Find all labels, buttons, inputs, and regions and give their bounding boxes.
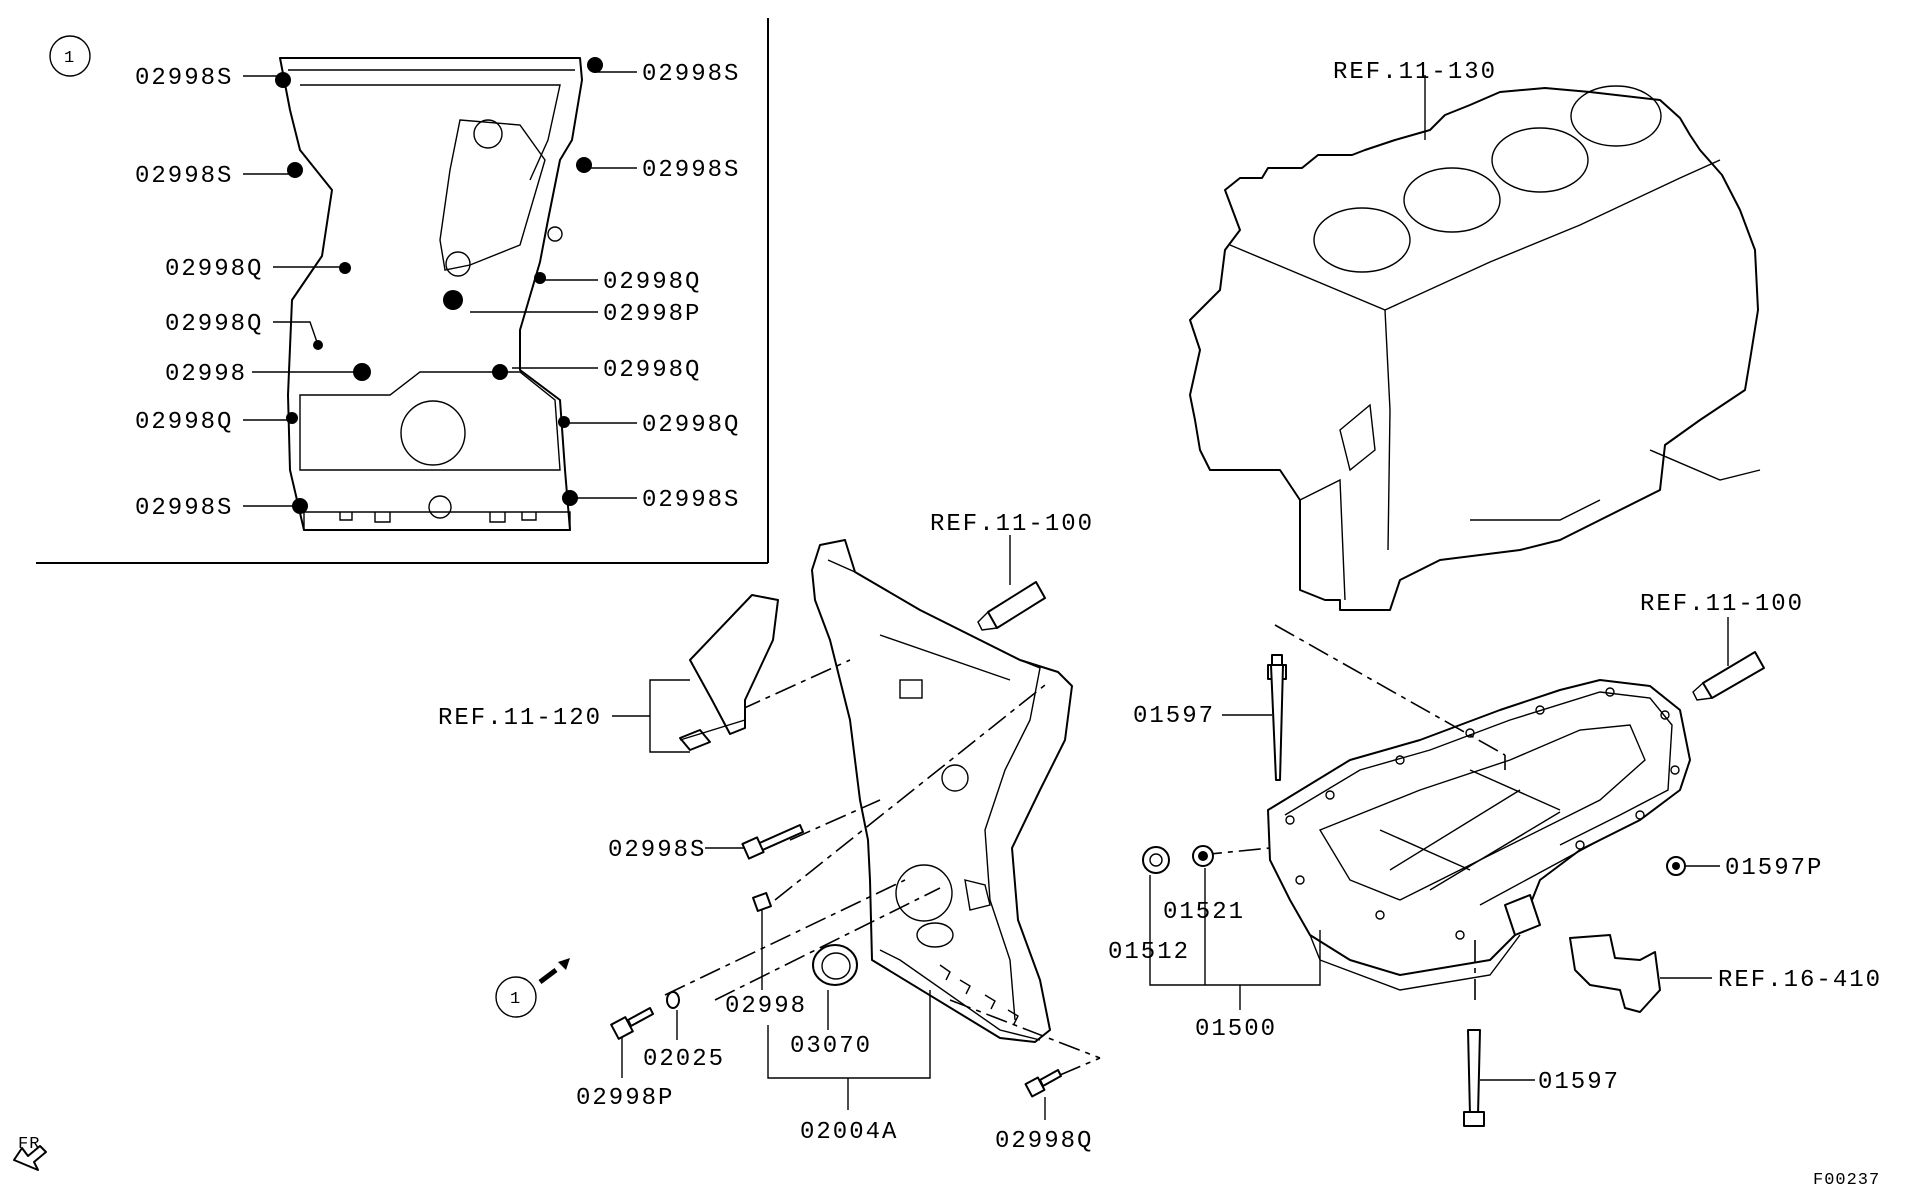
bolt-02998q bbox=[1024, 1069, 1062, 1120]
seal-03070-label: 03070 bbox=[790, 1033, 872, 1060]
inset-label-s-bottom-left: 02998S bbox=[135, 495, 233, 522]
front-arrow-icon bbox=[13, 1145, 47, 1171]
bolt-02998q-label: 02998Q bbox=[995, 1128, 1093, 1155]
bolt-02998s bbox=[705, 824, 804, 860]
bolt-01597-bottom-label: 01597 bbox=[1538, 1069, 1620, 1096]
pan-01500-label: 01500 bbox=[1195, 1016, 1277, 1043]
inset-label-q-right-2: 02998Q bbox=[603, 357, 701, 384]
oil-seal-03070 bbox=[812, 944, 858, 1030]
pan-group-bracket bbox=[1149, 900, 1321, 1010]
oil-pan-01500 bbox=[1267, 679, 1691, 991]
ref-11-100-label-right: REF.11-100 bbox=[1640, 591, 1804, 618]
ref-11-100-label-left: REF.11-100 bbox=[930, 511, 1094, 538]
bracket-ref-16-410 bbox=[1569, 934, 1712, 1013]
inset-leaders bbox=[243, 71, 637, 507]
inset-label-s-top-right: 02998S bbox=[642, 61, 740, 88]
sealant-tube-left bbox=[977, 535, 1046, 631]
bolt-02998 bbox=[752, 892, 772, 990]
view-arrow-icon bbox=[538, 958, 570, 984]
inset-timing-cover bbox=[275, 57, 603, 531]
cover-group-bracket bbox=[767, 990, 931, 1110]
inset-label-s-top-left: 02998S bbox=[135, 65, 233, 92]
bolt-02998s-label: 02998S bbox=[608, 837, 706, 864]
bolt-01597p bbox=[1666, 856, 1720, 876]
inset-label-q-left-3: 02998Q bbox=[135, 409, 233, 436]
bracket-ref-11-120 bbox=[612, 594, 779, 753]
cover-02004a-label: 02004A bbox=[800, 1119, 898, 1146]
bolt-01597-bottom bbox=[1463, 1029, 1535, 1127]
inset-label-q-right-3: 02998Q bbox=[642, 412, 740, 439]
cover-assembly-lines bbox=[664, 659, 1101, 1076]
callout-circle-icon: 1 bbox=[495, 976, 537, 1018]
inset-label-q-left-1: 02998Q bbox=[165, 256, 263, 283]
inset-label-plain-left: 02998 bbox=[165, 361, 247, 388]
main-callout-number: 1 bbox=[510, 990, 521, 1009]
washer-01521 bbox=[1192, 845, 1214, 900]
plug-01512-label: 01512 bbox=[1108, 939, 1190, 966]
bolt-01597p-label: 01597P bbox=[1725, 855, 1823, 882]
bolt-01597-top-label: 01597 bbox=[1133, 703, 1215, 730]
bolt-01597-top bbox=[1222, 654, 1287, 781]
bolt-02998p bbox=[610, 1007, 654, 1078]
pan-alignment-line-1 bbox=[1274, 624, 1506, 756]
inset-callout-number: 1 bbox=[64, 49, 75, 68]
inset-panel: 1 bbox=[36, 18, 769, 564]
inset-label-q-right-1: 02998Q bbox=[603, 269, 701, 296]
sealant-tube-right bbox=[1692, 617, 1765, 701]
figure-code: F00237 bbox=[1813, 1171, 1880, 1187]
bolt-02998-label: 02998 bbox=[725, 993, 807, 1020]
gasket-02025 bbox=[666, 991, 680, 1040]
cylinder-block bbox=[1189, 85, 1761, 611]
fr-label: FR bbox=[18, 1135, 40, 1154]
inset-label-p-right: 02998P bbox=[603, 301, 701, 328]
gasket-02025-label: 02025 bbox=[643, 1046, 725, 1073]
oil-pan-flange-holes bbox=[1285, 687, 1680, 940]
drain-plug-01512 bbox=[1142, 846, 1170, 932]
ref-11-130-label: REF.11-130 bbox=[1333, 59, 1497, 86]
inset-label-s-bottom-right: 02998S bbox=[642, 487, 740, 514]
washer-01521-label: 01521 bbox=[1163, 899, 1245, 926]
inset-label-s-upper-right: 02998S bbox=[642, 157, 740, 184]
inset-label-q-left-2: 02998Q bbox=[165, 311, 263, 338]
bolt-02998p-label: 02998P bbox=[576, 1085, 674, 1112]
inset-label-s-upper-left: 02998S bbox=[135, 163, 233, 190]
callout-circle-icon: 1 bbox=[49, 35, 91, 77]
ref-16-410-label: REF.16-410 bbox=[1718, 967, 1882, 994]
ref-11-120-label: REF.11-120 bbox=[438, 705, 602, 732]
